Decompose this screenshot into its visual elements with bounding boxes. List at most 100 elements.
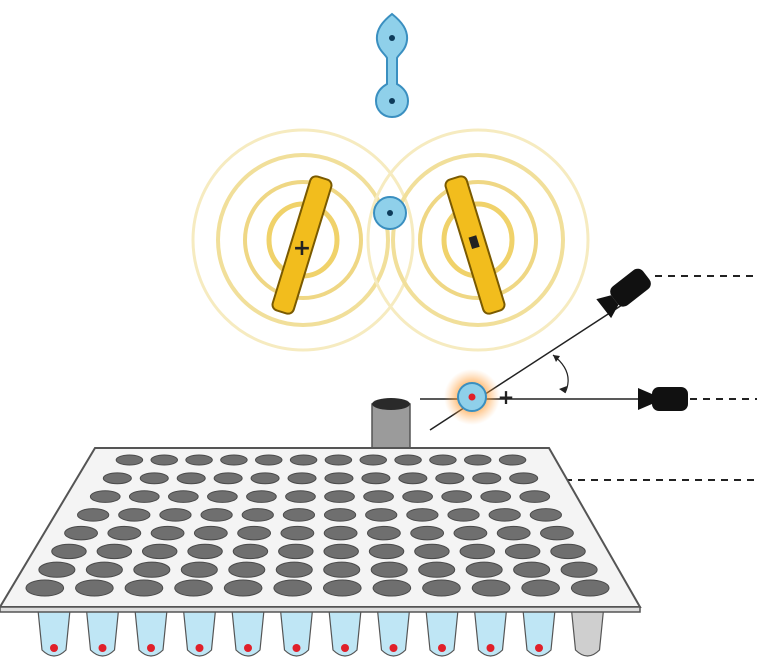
well bbox=[287, 472, 317, 485]
well bbox=[488, 508, 521, 522]
well bbox=[128, 490, 160, 503]
positive-sign: + bbox=[293, 236, 311, 261]
dividing-droplet bbox=[374, 12, 410, 119]
nucleus-icon bbox=[387, 210, 393, 216]
well bbox=[107, 525, 142, 541]
camera-angled-icon bbox=[596, 268, 651, 319]
collection-tube bbox=[182, 609, 217, 657]
well bbox=[141, 543, 178, 560]
well bbox=[25, 579, 65, 597]
well bbox=[77, 508, 110, 522]
collection-tube bbox=[328, 609, 362, 657]
sorted-cell-dot bbox=[438, 644, 446, 652]
well bbox=[64, 525, 98, 541]
well bbox=[471, 579, 511, 597]
sorted-cell-dot bbox=[50, 644, 58, 652]
well bbox=[255, 454, 283, 466]
droplet-charge-sign: + bbox=[498, 385, 515, 409]
well bbox=[285, 490, 316, 503]
well bbox=[282, 508, 316, 522]
well bbox=[38, 561, 76, 578]
well bbox=[115, 454, 144, 466]
collection-tube bbox=[376, 609, 411, 657]
well bbox=[398, 472, 428, 485]
well bbox=[441, 490, 473, 503]
well bbox=[228, 561, 266, 578]
negative-sign bbox=[468, 235, 480, 250]
well bbox=[223, 579, 263, 597]
well bbox=[324, 490, 355, 503]
well bbox=[363, 490, 394, 503]
collection-tube bbox=[279, 609, 314, 657]
well bbox=[521, 579, 560, 597]
well bbox=[406, 508, 439, 522]
sorted-cell-dot bbox=[98, 644, 107, 652]
plate-edge bbox=[0, 606, 641, 613]
sorted-cell-dot bbox=[292, 644, 301, 652]
well bbox=[496, 525, 531, 541]
collection-tube bbox=[134, 609, 168, 657]
right-field-rings bbox=[366, 128, 590, 352]
well bbox=[324, 454, 353, 466]
well bbox=[509, 472, 539, 485]
well bbox=[159, 508, 192, 522]
charged-droplet: + bbox=[444, 369, 514, 425]
well bbox=[323, 508, 357, 522]
well bbox=[150, 454, 178, 466]
sorted-cell-dot bbox=[244, 644, 252, 652]
well bbox=[150, 525, 185, 541]
well bbox=[193, 525, 228, 541]
well bbox=[418, 561, 456, 578]
well bbox=[280, 525, 315, 541]
wells-grid bbox=[25, 454, 610, 597]
camera-horizontal-icon bbox=[638, 387, 688, 411]
well bbox=[133, 561, 171, 578]
well bbox=[414, 543, 450, 560]
well bbox=[370, 561, 408, 578]
well bbox=[550, 543, 586, 560]
sorted-cell-dot bbox=[147, 644, 155, 652]
well bbox=[89, 490, 121, 503]
well bbox=[324, 472, 354, 485]
well bbox=[275, 561, 313, 578]
well bbox=[289, 454, 318, 466]
well bbox=[139, 472, 169, 485]
well bbox=[459, 543, 496, 560]
angle-arrowhead-bottom bbox=[559, 386, 567, 393]
well bbox=[250, 472, 280, 485]
well bbox=[435, 472, 465, 485]
well bbox=[323, 525, 358, 541]
well bbox=[472, 472, 502, 485]
well bbox=[465, 561, 503, 578]
well bbox=[180, 561, 218, 578]
well bbox=[213, 472, 243, 485]
well bbox=[187, 543, 223, 560]
well bbox=[96, 543, 133, 560]
well bbox=[185, 454, 213, 466]
negative-electrode bbox=[444, 175, 506, 315]
well bbox=[480, 490, 512, 503]
nucleus-icon bbox=[468, 393, 476, 401]
well bbox=[237, 525, 272, 541]
sorted-cell-dot bbox=[486, 644, 495, 652]
well bbox=[359, 454, 387, 466]
well bbox=[322, 579, 362, 597]
collection-tube bbox=[231, 609, 265, 657]
well bbox=[278, 543, 314, 560]
well bbox=[51, 543, 87, 560]
single-droplet bbox=[373, 196, 407, 230]
well bbox=[504, 543, 541, 560]
well bbox=[422, 579, 461, 597]
well-plate bbox=[0, 447, 642, 657]
well bbox=[220, 454, 248, 466]
collection-tube bbox=[85, 609, 120, 657]
collection-tube bbox=[425, 609, 459, 657]
well bbox=[273, 579, 313, 597]
well bbox=[394, 454, 422, 466]
well bbox=[560, 561, 598, 578]
well bbox=[513, 561, 551, 578]
angle-arrowhead-top bbox=[553, 355, 560, 362]
well bbox=[368, 543, 405, 560]
